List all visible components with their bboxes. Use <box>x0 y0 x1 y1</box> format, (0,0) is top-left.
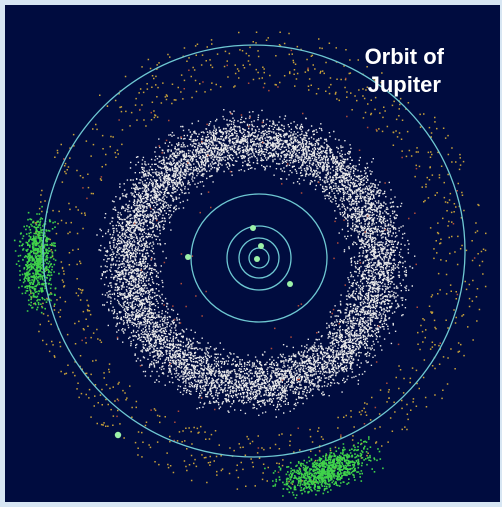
orbit-rings <box>42 44 466 458</box>
other-asteroids <box>63 49 476 473</box>
sun-marker <box>254 256 260 262</box>
jupiter-marker <box>114 431 122 439</box>
earth-marker <box>287 281 293 287</box>
earth-orbit <box>226 225 292 291</box>
jupiter-orbit-label-line1: Orbit of <box>364 44 444 69</box>
jupiter-orbit <box>42 44 466 458</box>
mars-orbit <box>190 193 328 323</box>
main-belt-asteroids <box>96 109 416 418</box>
solar-system-diagram <box>13 31 487 499</box>
space-background: Orbit of Jupiter <box>5 5 500 502</box>
trojan-asteroids-leading <box>13 205 60 314</box>
trojan-asteroids-trailing <box>264 436 384 499</box>
jupiter-orbit-label: Orbit of Jupiter <box>365 43 444 99</box>
planet-markers <box>114 225 293 439</box>
mars-marker <box>185 254 191 260</box>
asteroid-field <box>13 31 487 499</box>
jupiter-orbit-label-line2: Jupiter <box>367 72 441 97</box>
mercury-marker <box>258 243 264 249</box>
venus-orbit <box>238 237 280 279</box>
venus-marker <box>250 225 256 231</box>
